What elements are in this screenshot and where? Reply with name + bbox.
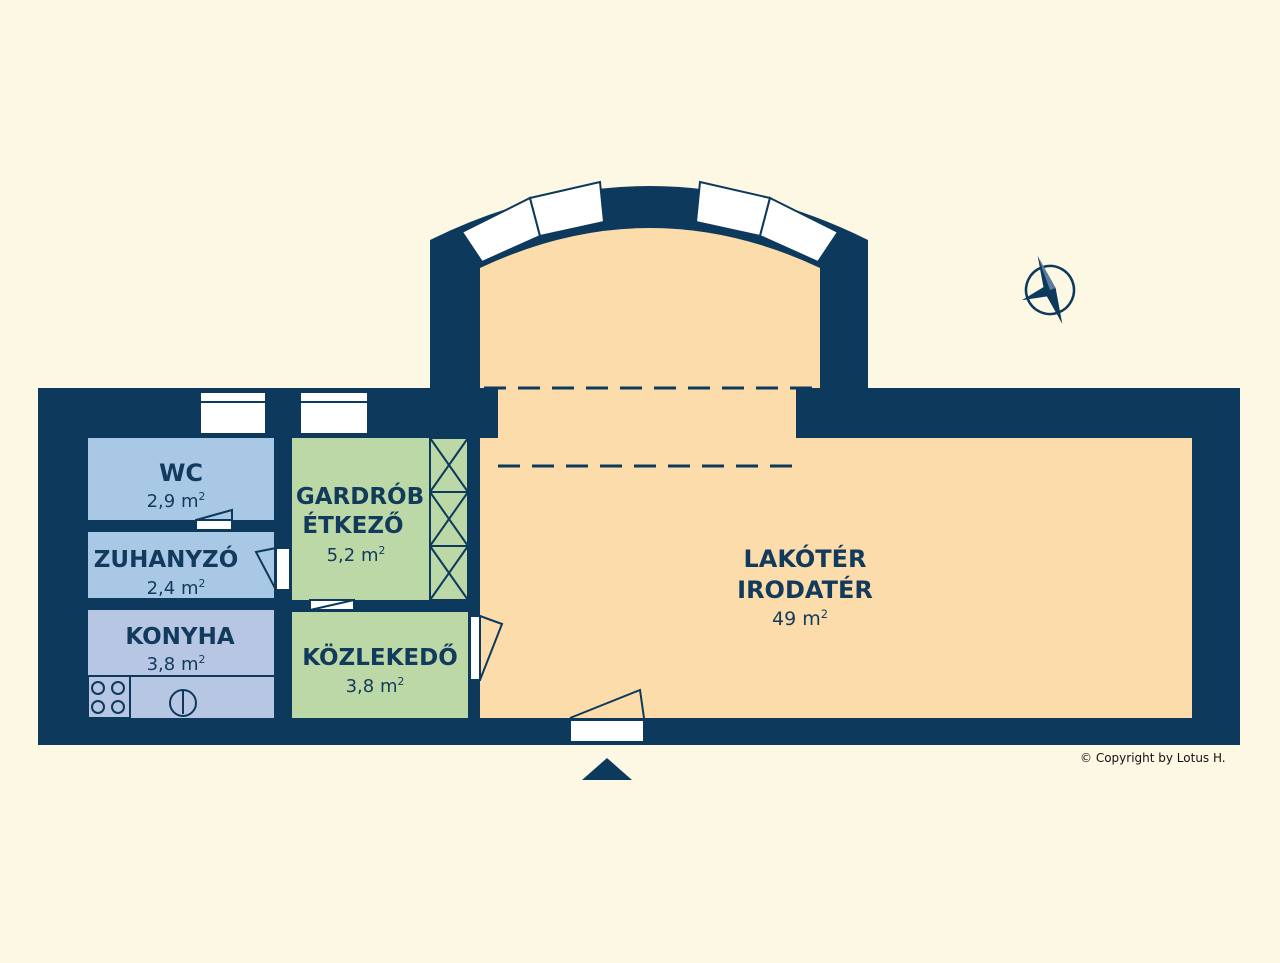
wardrobe-name-line1: GARDRÓB (296, 482, 424, 510)
sink-icon (169, 689, 197, 717)
hall-area: 3,8 m2 (346, 675, 405, 697)
closet-shelves (429, 437, 469, 601)
living-name-line2: IRODATÉR (737, 575, 873, 604)
living-name-line1: LAKÓTÉR (743, 543, 866, 573)
wardrobe-name-line2: ÉTKEZŐ (302, 511, 403, 539)
compass-icon (1021, 256, 1076, 324)
shower-area: 2,4 m2 (147, 577, 206, 599)
room-shower (88, 532, 274, 598)
kitchen-name: KONYHA (125, 624, 234, 650)
copyright-note: © Copyright by Lotus H. (1080, 751, 1226, 765)
entrance-arrow-icon (582, 758, 632, 780)
door-shower (275, 547, 291, 591)
shower-name: ZUHANYZÓ (94, 545, 239, 573)
door-hall (469, 615, 481, 681)
wc-area: 2,9 m2 (147, 490, 206, 512)
room-hall (292, 612, 468, 718)
living-area (480, 228, 1192, 718)
door-wc (195, 519, 233, 531)
opening-lines (484, 386, 816, 468)
door-entrance (569, 719, 645, 743)
stove-icon (91, 681, 125, 714)
room-kitchen (88, 610, 274, 718)
room-wc (88, 438, 274, 520)
hall-name: KÖZLEKEDŐ (302, 643, 458, 671)
doors (195, 508, 645, 743)
top-windows (199, 391, 369, 435)
kitchen-counter (87, 675, 274, 719)
wardrobe-area: 5,2 m2 (327, 544, 386, 566)
room-labels: WC 2,9 m2 ZUHANYZÓ 2,4 m2 KONYHA 3,8 m2 … (94, 459, 873, 697)
wc-name: WC (159, 459, 203, 487)
room-wardrobe (292, 438, 468, 600)
bay-windows (460, 180, 840, 264)
kitchen-area: 3,8 m2 (147, 653, 206, 675)
living-area-value: 49 m2 (772, 607, 828, 630)
